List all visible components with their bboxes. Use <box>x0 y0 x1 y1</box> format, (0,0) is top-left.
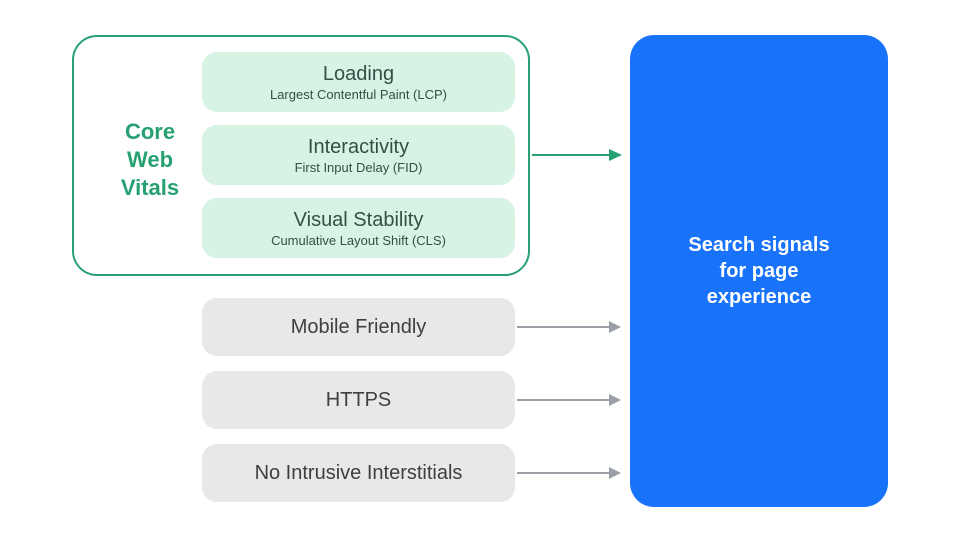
search-signals-label-line: Search signals <box>688 234 830 256</box>
arrow-shaft <box>532 154 610 156</box>
pill-interactivity-subtitle: First Input Delay (FID) <box>294 159 423 175</box>
pill-loading-subtitle: Largest Contentful Paint (LCP) <box>269 86 448 102</box>
arrow-head-icon <box>609 321 621 333</box>
core-web-vitals-label-line: Vitals <box>120 175 180 200</box>
arrow-no-intrusive-interstitials <box>517 467 622 479</box>
arrow-shaft <box>517 326 610 328</box>
arrow-shaft <box>517 399 610 401</box>
pill-interactivity: Interactivity First Input Delay (FID) <box>202 125 515 185</box>
arrow-head-icon <box>609 149 622 161</box>
search-signals-box: Search signals for page experience <box>630 35 888 507</box>
arrow-https <box>517 394 622 406</box>
arrow-core-web-vitals <box>532 149 622 161</box>
arrow-shaft <box>517 472 610 474</box>
pill-loading-title: Loading <box>322 62 395 85</box>
pill-https: HTTPS <box>202 371 515 429</box>
pill-visual-stability-title: Visual Stability <box>293 208 424 231</box>
core-web-vitals-label: Core Web Vitals <box>90 118 210 202</box>
search-signals-label-line: experience <box>706 286 812 308</box>
core-web-vitals-group: Core Web Vitals Loading Largest Contentf… <box>72 35 530 276</box>
arrow-mobile-friendly <box>517 321 622 333</box>
core-web-vitals-label-line: Core <box>124 119 176 144</box>
search-signals-label: Search signals for page experience <box>688 232 829 310</box>
pill-loading: Loading Largest Contentful Paint (LCP) <box>202 52 515 112</box>
arrow-head-icon <box>609 467 621 479</box>
pill-visual-stability: Visual Stability Cumulative Layout Shift… <box>202 198 515 258</box>
arrow-head-icon <box>609 394 621 406</box>
core-web-vitals-label-line: Web <box>126 147 174 172</box>
pill-visual-stability-subtitle: Cumulative Layout Shift (CLS) <box>271 232 446 248</box>
pill-no-intrusive-interstitials: No Intrusive Interstitials <box>202 444 515 502</box>
pill-mobile-friendly: Mobile Friendly <box>202 298 515 356</box>
pill-interactivity-title: Interactivity <box>307 135 410 158</box>
search-signals-label-line: for page <box>719 260 799 282</box>
